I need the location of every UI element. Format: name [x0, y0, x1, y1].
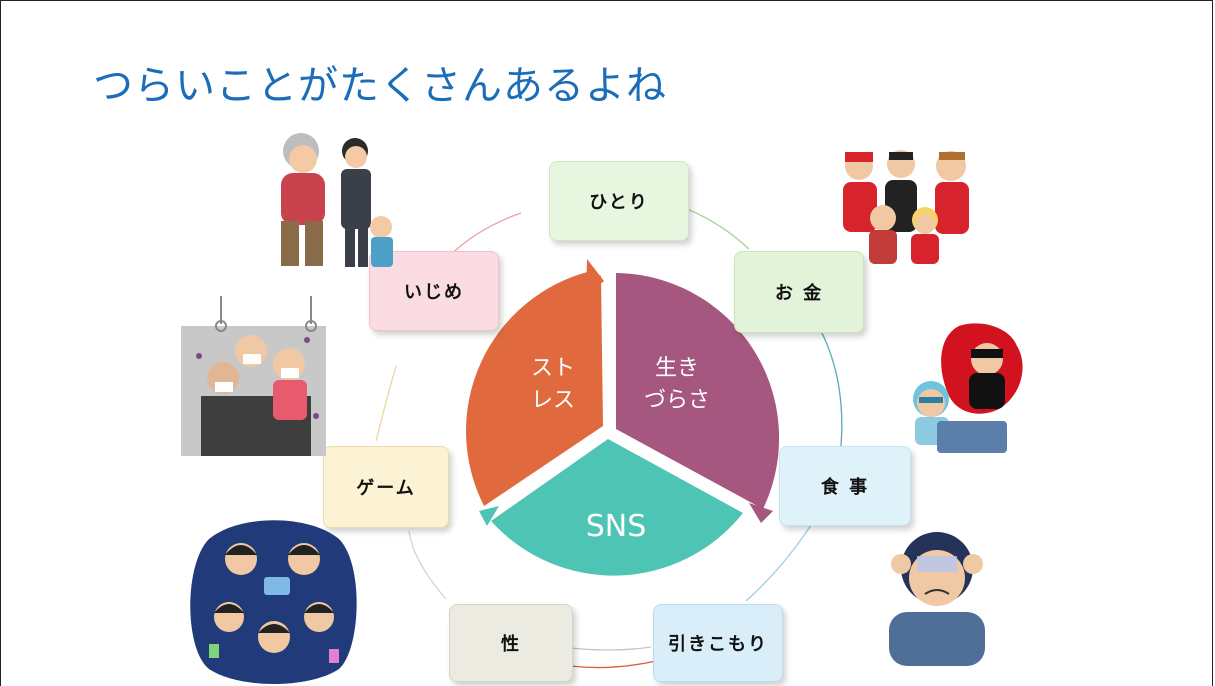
pie-arrow-sns	[479, 506, 499, 526]
ring-label-hikikomori: 引きこもり	[668, 634, 768, 655]
ring-label-ijime: いじめ	[404, 282, 464, 303]
ring-arc-game-ijime	[375, 365, 397, 442]
ring-label-shokuji: 食 事	[820, 477, 870, 498]
ring-label-game: ゲーム	[356, 478, 416, 499]
segment-label-ikizurasa-line2: づらさ	[643, 387, 710, 413]
ring-arc-okane-shokuji	[820, 330, 843, 447]
ring-arc-hitori-okane	[686, 208, 750, 250]
bullying-people-illustration	[263, 129, 398, 271]
segment-label-sns-text: SNS	[585, 509, 647, 544]
ring-arc-sei-game	[408, 530, 447, 600]
segment-label-stress: スト レス	[523, 353, 583, 417]
pie-arrow-ikizurasa	[749, 503, 773, 523]
segment-label-stress-line1: スト	[530, 356, 575, 381]
segment-label-ikizurasa-line1: 生き	[654, 356, 699, 381]
segment-label-ikizurasa: 生き づらさ	[637, 353, 717, 417]
ring-box-hikikomori: 引きこもり	[653, 604, 783, 682]
ring-box-okane: お 金	[734, 251, 864, 333]
ring-box-sei: 性	[449, 604, 573, 682]
ring-label-sei: 性	[501, 634, 521, 655]
gaming-friends-illustration	[189, 519, 359, 684]
slide-title: つらいことがたくさんあるよね	[93, 63, 667, 109]
gang-group-illustration	[839, 144, 981, 266]
ring-box-game: ゲーム	[323, 446, 449, 528]
online-scam-illustration	[909, 321, 1027, 456]
pie-segment-stress	[466, 271, 603, 506]
ring-arc-inner-sei	[560, 646, 652, 651]
crowded-train-illustration	[181, 296, 326, 456]
segment-label-stress-line2: レス	[530, 387, 575, 413]
pie-arrow-stress	[586, 259, 604, 296]
ring-box-shokuji: 食 事	[779, 446, 911, 526]
ring-label-hitori: ひとり	[589, 192, 649, 213]
segment-label-sns: SNS	[571, 505, 661, 549]
ring-box-hitori: ひとり	[549, 161, 689, 241]
pie-segment-sns	[491, 439, 743, 576]
ring-label-okane: お 金	[774, 283, 824, 304]
worried-person-illustration	[881, 516, 993, 666]
